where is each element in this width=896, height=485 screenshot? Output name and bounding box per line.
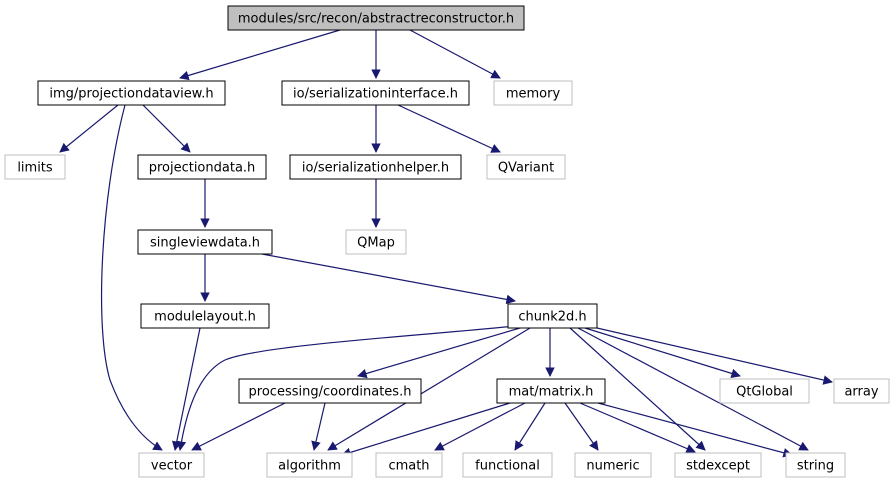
node-cmath: cmath <box>375 452 443 478</box>
node-label-matrix: mat/matrix.h <box>509 385 594 400</box>
node-label-root: modules/src/recon/abstractreconstructor.… <box>238 12 514 27</box>
node-label-si: io/serializationinterface.h <box>293 87 458 102</box>
node-label-pd: projectiondata.h <box>149 161 256 176</box>
node-coords[interactable]: processing/coordinates.h <box>238 378 422 404</box>
node-label-memory: memory <box>506 87 561 102</box>
node-label-cmath: cmath <box>388 459 429 474</box>
node-box-stdexcept <box>674 452 762 478</box>
edge-pdv-to-pd <box>142 104 191 153</box>
node-label-coords: processing/coordinates.h <box>249 385 412 400</box>
edge-ml-to-vector <box>172 327 201 451</box>
node-numeric: numeric <box>574 452 652 478</box>
node-box-sh <box>289 154 462 180</box>
edge-chunk-to-qtglobal <box>584 327 741 379</box>
edge-matrix-to-stdexcept <box>579 402 696 454</box>
edge-matrix-to-functional <box>514 402 546 451</box>
node-box-qtglobal <box>719 378 810 404</box>
node-box-algorithm <box>266 452 353 478</box>
node-box-limits <box>4 154 66 180</box>
node-ml[interactable]: modulelayout.h <box>140 303 270 329</box>
edge-chunk-to-array <box>596 327 833 385</box>
edge-matrix-to-string <box>597 402 793 458</box>
node-chunk[interactable]: chunk2d.h <box>507 303 598 329</box>
node-label-numeric: numeric <box>586 459 639 474</box>
node-label-pdv: img/projectiondataview.h <box>49 87 213 102</box>
node-box-coords <box>238 378 422 404</box>
node-label-qmap: QMap <box>357 236 395 251</box>
node-box-svd <box>137 229 273 255</box>
node-pdv[interactable]: img/projectiondataview.h <box>37 80 226 106</box>
node-box-pdv <box>37 80 226 106</box>
edge-matrix-to-algorithm <box>341 402 511 458</box>
edge-root-to-pdv <box>179 29 341 81</box>
node-label-svd: singleviewdata.h <box>150 236 260 251</box>
edge-chunk-to-coords <box>357 327 521 379</box>
edge-chunk-to-stdexcept <box>569 327 706 451</box>
edge-root-to-memory <box>409 29 501 79</box>
node-box-string <box>785 452 846 478</box>
node-box-qmap <box>345 229 407 255</box>
node-qtglobal: QtGlobal <box>719 378 810 404</box>
edge-chunk-to-string <box>577 327 809 451</box>
node-box-chunk <box>507 303 598 329</box>
edge-pdv-to-limits <box>59 104 119 153</box>
node-string: string <box>785 452 846 478</box>
node-box-array <box>833 378 890 404</box>
node-array: array <box>833 378 890 404</box>
node-sh[interactable]: io/serializationhelper.h <box>289 154 462 180</box>
node-box-numeric <box>574 452 652 478</box>
node-functional: functional <box>462 452 553 478</box>
node-box-vector <box>138 452 205 478</box>
node-root[interactable]: modules/src/recon/abstractreconstructor.… <box>227 5 525 31</box>
node-label-qvariant: QVariant <box>498 161 554 176</box>
node-label-vector: vector <box>151 459 193 474</box>
node-pd[interactable]: projectiondata.h <box>137 154 267 180</box>
node-vector: vector <box>138 452 205 478</box>
node-label-chunk: chunk2d.h <box>518 310 586 325</box>
edge-coords-to-algorithm <box>311 402 326 451</box>
edge-si-to-qvariant <box>397 104 501 153</box>
node-box-memory <box>493 80 573 106</box>
edge-matrix-to-numeric <box>564 402 599 451</box>
node-memory: memory <box>493 80 573 106</box>
node-label-array: array <box>844 385 878 400</box>
node-si[interactable]: io/serializationinterface.h <box>281 80 470 106</box>
node-box-root <box>227 5 525 31</box>
node-label-functional: functional <box>475 459 540 474</box>
node-box-qvariant <box>486 154 566 180</box>
node-label-string: string <box>797 459 834 474</box>
node-svd[interactable]: singleviewdata.h <box>137 229 273 255</box>
node-box-matrix <box>496 378 606 404</box>
node-qmap: QMap <box>345 229 407 255</box>
node-box-si <box>281 80 470 106</box>
node-label-stdexcept: stdexcept <box>686 459 750 474</box>
edge-pdv-to-vector <box>100 104 163 451</box>
node-algorithm: algorithm <box>266 452 353 478</box>
node-label-qtglobal: QtGlobal <box>736 385 793 400</box>
edge-coords-to-vector <box>191 402 286 451</box>
edge-chunk-to-vector <box>176 325 516 451</box>
node-label-ml: modulelayout.h <box>154 310 256 325</box>
node-box-ml <box>140 303 270 329</box>
node-box-functional <box>462 452 553 478</box>
edge-svd-to-chunk <box>261 253 516 305</box>
node-label-limits: limits <box>17 161 53 176</box>
edge-layer <box>59 29 833 458</box>
node-limits: limits <box>4 154 66 180</box>
node-label-sh: io/serializationhelper.h <box>302 161 449 176</box>
node-stdexcept: stdexcept <box>674 452 762 478</box>
node-box-cmath <box>375 452 443 478</box>
node-box-pd <box>137 154 267 180</box>
edge-matrix-to-cmath <box>434 402 526 451</box>
node-label-algorithm: algorithm <box>278 459 341 474</box>
node-qvariant: QVariant <box>486 154 566 180</box>
node-layer: modules/src/recon/abstractreconstructor.… <box>4 5 890 478</box>
node-matrix[interactable]: mat/matrix.h <box>496 378 606 404</box>
edge-chunk-to-algorithm <box>327 327 531 451</box>
